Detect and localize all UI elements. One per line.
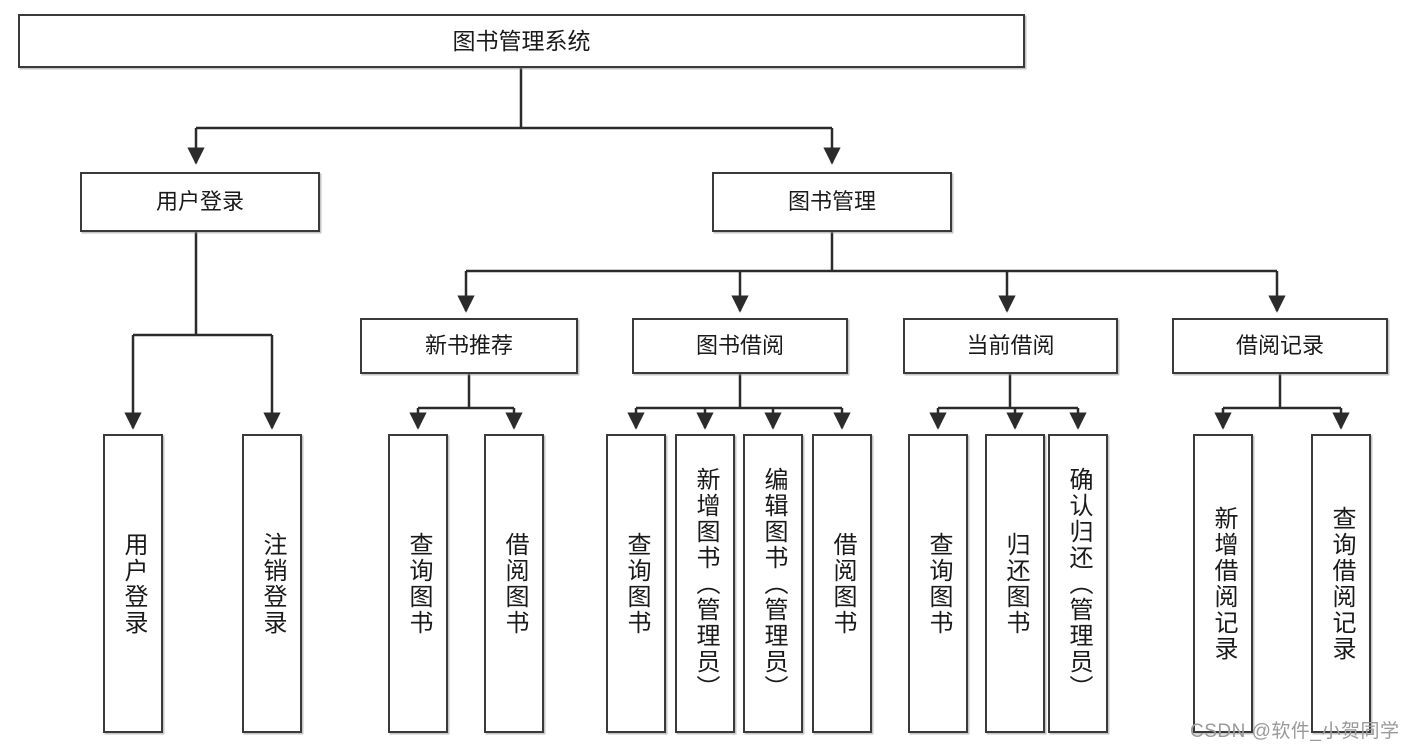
node-book-management[interactable]: 图书管理 (712, 172, 952, 232)
leaf-book-borrow-borrow-book[interactable]: 借阅图书 (812, 434, 872, 733)
node-label: 借阅图书 (829, 531, 856, 636)
node-label: 借阅图书 (501, 531, 528, 636)
leaf-current-borrow-return-book[interactable]: 归还图书 (985, 434, 1045, 733)
node-label: 注销登录 (259, 531, 286, 636)
node-label: 图书管理系统 (452, 27, 591, 54)
node-current-borrow[interactable]: 当前借阅 (903, 318, 1118, 374)
leaf-book-borrow-edit-book-admin[interactable]: 编辑图书（管理员） (743, 434, 803, 733)
leaf-new-book-borrow-book[interactable]: 借阅图书 (484, 434, 544, 733)
leaf-user-login-login[interactable]: 用户登录 (103, 434, 163, 733)
node-label: 查询图书 (405, 531, 432, 636)
node-borrow-record[interactable]: 借阅记录 (1172, 318, 1388, 374)
leaf-user-login-logout[interactable]: 注销登录 (242, 434, 302, 733)
node-label: 归还图书 (1002, 531, 1029, 636)
node-root-system[interactable]: 图书管理系统 (18, 14, 1025, 68)
node-label: 编辑图书（管理员） (760, 466, 787, 701)
node-label: 图书管理 (787, 189, 876, 215)
node-label: 当前借阅 (966, 333, 1055, 359)
node-label: 查询借阅记录 (1328, 505, 1355, 662)
node-label: 新增图书（管理员） (692, 466, 719, 701)
leaf-new-book-query-book[interactable]: 查询图书 (388, 434, 448, 733)
node-label: 确认归还（管理员） (1065, 466, 1092, 701)
node-book-borrow[interactable]: 图书借阅 (632, 318, 848, 374)
node-new-book-recommend[interactable]: 新书推荐 (360, 318, 578, 374)
leaf-borrow-record-query-record[interactable]: 查询借阅记录 (1311, 434, 1371, 733)
node-label: 用户登录 (155, 189, 244, 215)
node-label: 新书推荐 (424, 333, 513, 359)
leaf-book-borrow-query-book[interactable]: 查询图书 (606, 434, 666, 733)
node-label: 借阅记录 (1235, 333, 1324, 359)
node-label: 新增借阅记录 (1210, 505, 1237, 662)
leaf-borrow-record-add-record[interactable]: 新增借阅记录 (1193, 434, 1253, 733)
csdn-watermark: CSDN @软件_小贺同学 (1190, 721, 1400, 742)
node-label: 查询图书 (623, 531, 650, 636)
leaf-current-borrow-confirm-return-admin[interactable]: 确认归还（管理员） (1048, 434, 1108, 733)
node-label: 查询图书 (925, 531, 952, 636)
node-user-login[interactable]: 用户登录 (80, 172, 320, 232)
node-label: 图书借阅 (695, 333, 784, 359)
leaf-current-borrow-query-book[interactable]: 查询图书 (908, 434, 968, 733)
node-label: 用户登录 (120, 531, 147, 636)
leaf-book-borrow-add-book-admin[interactable]: 新增图书（管理员） (675, 434, 735, 733)
